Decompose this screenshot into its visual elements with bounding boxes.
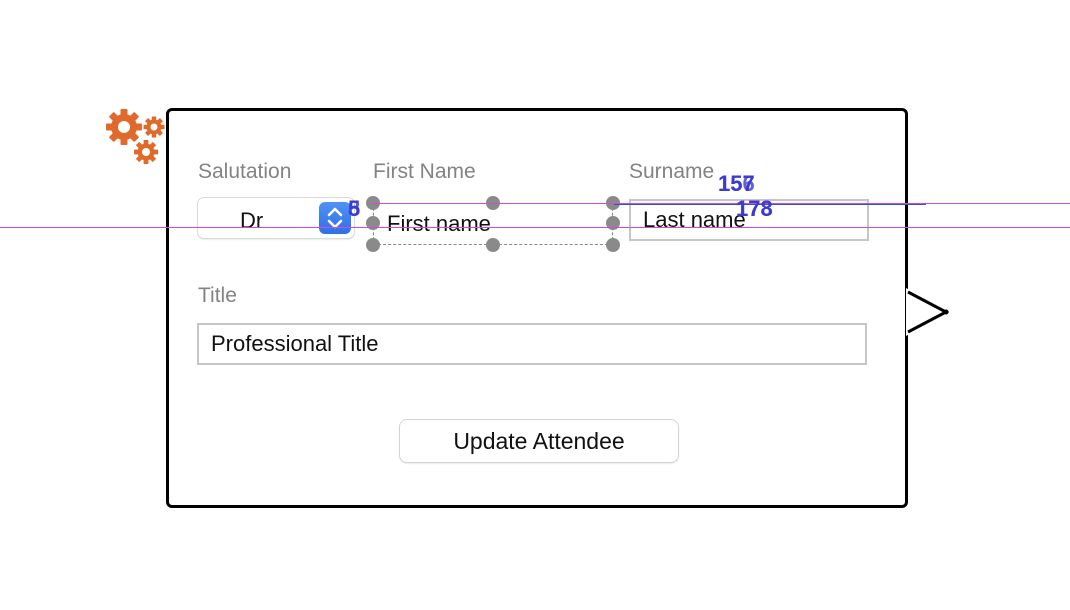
spacing-measure-left-b: 8 (348, 196, 361, 221)
alignment-guide-top (372, 203, 1070, 204)
update-attendee-label: Update Attendee (453, 427, 625, 454)
resize-handle-bottom[interactable] (486, 238, 500, 252)
title-label: Title (198, 284, 237, 307)
title-field[interactable]: Professional Title (197, 323, 867, 365)
title-placeholder: Professional Title (211, 331, 379, 356)
resize-handle-bottom-left[interactable] (366, 238, 380, 252)
update-attendee-button[interactable]: Update Attendee (400, 420, 678, 462)
spacing-measure-bottom-b: 173 (736, 196, 773, 221)
salutation-label: Salutation (198, 160, 292, 183)
spacing-measure-top-b: 156 (718, 171, 755, 196)
salutation-popup-button[interactable]: Dr (198, 198, 354, 238)
gears-icon[interactable] (104, 106, 166, 168)
salutation-value: Dr (240, 208, 264, 233)
popover-arrow (906, 288, 950, 336)
spacing-measure-left-a: 5 (348, 196, 361, 221)
first-name-label: First Name (373, 160, 476, 183)
spacing-guide-top (614, 204, 926, 205)
spacing-measure-bottom-a: 178 (736, 196, 773, 221)
alignment-guide-baseline (0, 227, 1070, 228)
first-name-placeholder: First name (387, 211, 491, 236)
resize-handle-bottom-right[interactable] (606, 238, 620, 252)
surname-placeholder: Last name (643, 207, 746, 232)
surname-field[interactable]: Last name (629, 199, 869, 241)
resize-handle-left[interactable] (366, 216, 380, 230)
surname-label: Surname (629, 160, 715, 183)
spacing-measure-top-a: 157 (718, 171, 755, 196)
chevron-up-down-icon[interactable] (319, 202, 351, 234)
resize-handle-right[interactable] (606, 216, 620, 230)
